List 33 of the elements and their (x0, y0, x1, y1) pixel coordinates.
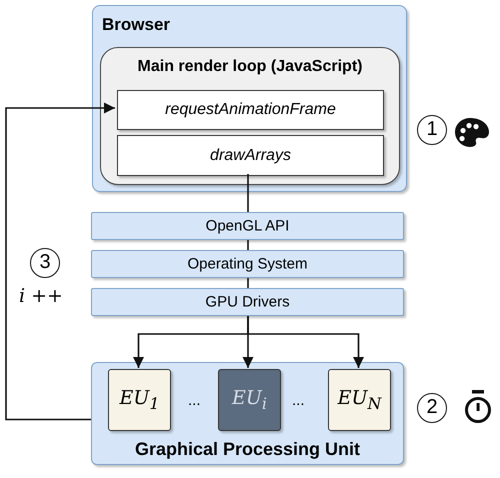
function-box (117, 135, 384, 176)
callout-number: 1 (417, 115, 447, 145)
layer-bar (91, 250, 404, 278)
layer-bar (91, 288, 404, 316)
ellipsis-text: ... (188, 392, 201, 409)
connector-line (247, 174, 249, 212)
container-box (91, 362, 404, 465)
unit-label: EU$_{N}$ (336, 387, 383, 413)
layer-bar (91, 212, 404, 240)
arrow (5, 102, 115, 420)
layer-name: Operating System (186, 256, 309, 272)
container-box (92, 5, 407, 192)
group-title: Main render loop (JavaScript) (136, 58, 364, 76)
function-name: requestAnimationFrame (164, 101, 337, 119)
unit-label: EU$_{i}$ (230, 387, 268, 413)
function-name: drawArrays (209, 146, 292, 164)
layer-name: OpenGL API (204, 218, 290, 234)
arrow (247, 316, 364, 368)
unit-label: EU$_{1}$ (118, 387, 160, 413)
function-box (117, 90, 384, 130)
execution-unit-box (328, 369, 391, 431)
layer-name: GPU Drivers (204, 294, 291, 310)
ellipsis-text: ... (292, 392, 305, 409)
group-title: Graphical Processing Unit (134, 439, 362, 460)
callout-number: 2 (417, 393, 447, 423)
container-box (100, 47, 400, 185)
callout-number: 3 (30, 248, 60, 278)
step-note: i ++ (19, 285, 63, 307)
connector-line (247, 240, 249, 250)
execution-unit-box (218, 369, 281, 431)
execution-unit-box (108, 369, 171, 431)
group-title: Browser (102, 15, 170, 35)
connector-line (247, 278, 249, 288)
